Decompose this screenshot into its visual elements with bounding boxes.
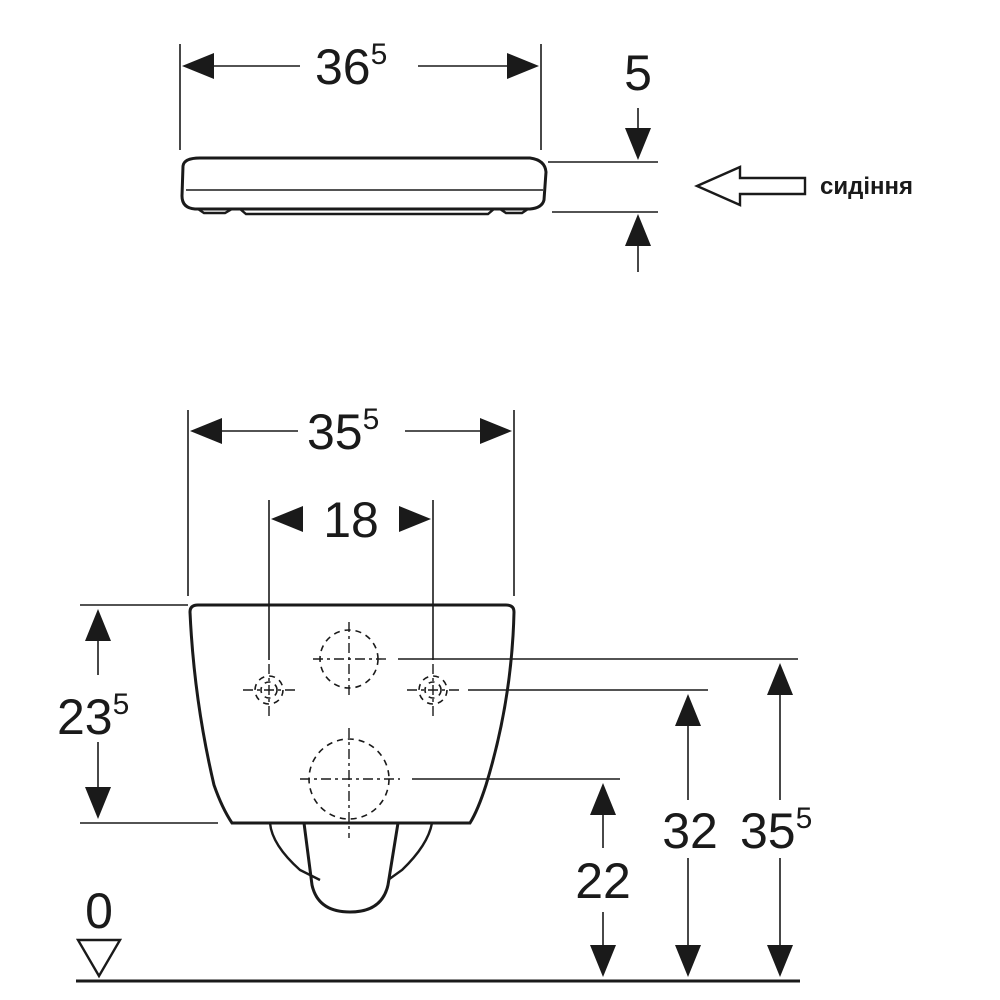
- bowl-height-arrow-bottom: [85, 787, 111, 819]
- fixing-hole-right: [407, 664, 461, 718]
- bowl-height-arrow-top: [85, 609, 111, 641]
- fixing-height-arrow-top: [675, 694, 701, 726]
- seat-view: 365 5 сидіння: [179, 38, 913, 272]
- seat-width-arrow-right: [507, 53, 539, 79]
- bowl-view: 355 18: [57, 403, 812, 983]
- seat-height-arrow-top: [625, 128, 651, 160]
- fixing-distance-arrow-right: [399, 506, 431, 532]
- floor-level-label: 0: [85, 883, 113, 939]
- seat-outline: [180, 156, 548, 211]
- seat-width-label: 365: [315, 38, 387, 95]
- bowl-outline: [188, 603, 516, 825]
- floor-level-triangle-icon: [75, 938, 123, 979]
- bowl-outlet-shape: [302, 822, 400, 914]
- seat-height-arrow-bottom: [625, 214, 651, 246]
- inlet-height-arrow-top: [767, 663, 793, 695]
- inlet-height-arrow-bottom: [767, 945, 793, 977]
- bowl-width-arrow-right: [480, 418, 512, 444]
- bowl-foot-left: [268, 822, 321, 882]
- outlet-height-arrow-bottom: [590, 945, 616, 977]
- bowl-width-arrow-left: [190, 418, 222, 444]
- fixing-distance-arrow-left: [271, 506, 303, 532]
- outlet-height-label: 22: [575, 853, 631, 909]
- outlet-height-arrow-top: [590, 783, 616, 815]
- seat-width-arrow-left: [182, 53, 214, 79]
- fixing-height-label: 32: [662, 803, 718, 859]
- fixing-height-arrow-bottom: [675, 945, 701, 977]
- waste-outlet: [300, 728, 400, 838]
- seat-bumpers: [197, 207, 529, 216]
- bowl-foot-right: [387, 822, 434, 881]
- bowl-width-label: 355: [307, 403, 379, 460]
- seat-height-label: 5: [624, 45, 652, 101]
- seat-callout-label: сидіння: [820, 173, 913, 200]
- water-inlet: [313, 622, 386, 696]
- fixing-hole-left: [243, 664, 297, 718]
- fixing-distance-label: 18: [323, 492, 379, 548]
- bowl-height-label: 235: [57, 688, 129, 745]
- seat-callout-arrow-icon: [694, 165, 807, 207]
- inlet-height-label: 355: [740, 802, 812, 859]
